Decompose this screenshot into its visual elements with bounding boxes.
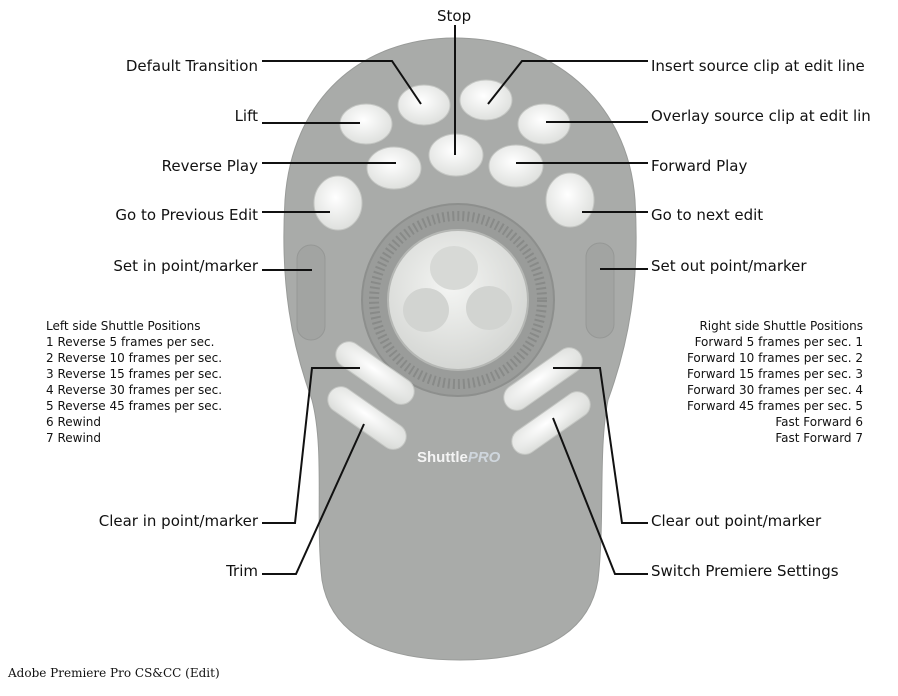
trim-button[interactable]	[323, 382, 412, 455]
label-next-edit: Go to next edit	[651, 206, 764, 224]
label-trim: Trim	[226, 562, 258, 580]
clear-in-button[interactable]	[331, 337, 420, 410]
set-out-button[interactable]	[585, 242, 615, 339]
insert-source-button[interactable]	[459, 79, 513, 121]
forward-play-button[interactable]	[488, 144, 544, 188]
label-forward-play: Forward Play	[651, 157, 748, 175]
left-shuttle-row: 6 Rewind	[46, 415, 102, 429]
label-switch-settings: Switch Premiere Settings	[651, 562, 839, 580]
right-shuttle-row: Fast Forward 6	[775, 415, 863, 429]
left-shuttle-row: 3 Reverse 15 frames per sec.	[46, 367, 223, 381]
left-shuttle-row: 2 Reverse 10 frames per sec.	[46, 351, 223, 365]
label-default-transition: Default Transition	[125, 57, 258, 75]
default-transition-button[interactable]	[397, 84, 451, 126]
knob-dimple-right	[466, 286, 512, 330]
left-shuttle-row: 7 Rewind	[46, 431, 102, 445]
label-prev-edit: Go to Previous Edit	[115, 206, 258, 224]
left-shuttle-legend: Left side Shuttle Positions 1 Reverse 5 …	[46, 318, 222, 446]
leader-default-transition	[262, 60, 422, 105]
device-logo: ShuttlePRO	[417, 449, 501, 466]
right-shuttle-row: Fast Forward 7	[775, 431, 863, 445]
footer-caption: Adobe Premiere Pro CS&CC (Edit)	[8, 666, 220, 680]
right-shuttle-row: Forward 10 frames per sec. 2	[686, 351, 863, 365]
next-edit-button[interactable]	[545, 172, 595, 228]
left-shuttle-row: 4 Reverse 30 frames per sec.	[46, 383, 223, 397]
shuttle-knob[interactable]	[387, 229, 529, 371]
prev-edit-button[interactable]	[313, 175, 363, 231]
jog-wheel-ring	[369, 211, 547, 389]
left-shuttle-row: 1 Reverse 5 frames per sec.	[46, 335, 215, 349]
right-shuttle-title: Right side Shuttle Positions	[699, 319, 863, 333]
label-set-in: Set in point/marker	[113, 257, 258, 275]
label-stop: Stop	[437, 7, 472, 25]
set-in-button[interactable]	[296, 244, 326, 341]
knob-dimple-left	[403, 288, 449, 332]
leader-switch-settings	[552, 417, 648, 575]
leader-clear-in	[262, 367, 360, 524]
leader-clear-out	[553, 367, 648, 524]
label-lift: Lift	[234, 107, 258, 125]
label-overlay-source: Overlay source clip at edit lin	[651, 107, 871, 125]
label-set-out: Set out point/marker	[651, 257, 807, 275]
label-reverse-play: Reverse Play	[161, 157, 258, 175]
left-shuttle-title: Left side Shuttle Positions	[46, 319, 201, 333]
label-clear-in: Clear in point/marker	[98, 512, 258, 530]
right-shuttle-row: Forward 5 frames per sec. 1	[694, 335, 863, 349]
reverse-play-button[interactable]	[366, 146, 422, 190]
right-shuttle-row: Forward 45 frames per sec. 5	[686, 399, 863, 413]
left-shuttle-row: 5 Reverse 45 frames per sec.	[46, 399, 223, 413]
label-clear-out: Clear out point/marker	[651, 512, 822, 530]
label-insert-source: Insert source clip at edit line	[651, 57, 865, 75]
right-shuttle-row: Forward 15 frames per sec. 3	[686, 367, 863, 381]
leader-trim	[262, 423, 365, 575]
leader-insert-source	[487, 60, 648, 105]
right-shuttle-row: Forward 30 frames per sec. 4	[686, 383, 863, 397]
right-shuttle-legend: Right side Shuttle Positions Forward 5 f…	[687, 318, 863, 446]
clear-out-button[interactable]	[499, 343, 588, 416]
knob-dimple-top	[430, 246, 478, 290]
overlay-source-button[interactable]	[517, 103, 571, 145]
